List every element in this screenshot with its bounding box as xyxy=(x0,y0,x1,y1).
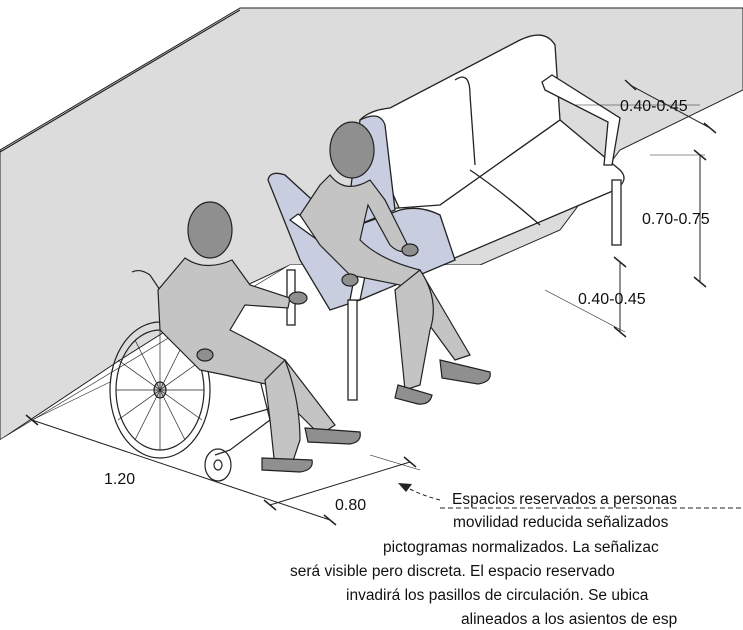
wheelchair-user xyxy=(157,201,361,473)
note-line: Espacios reservados a personas xyxy=(452,491,677,508)
note-line: invadirá los pasillos de circulación. Se… xyxy=(346,587,649,604)
seated-person xyxy=(299,121,491,405)
note-leader xyxy=(398,483,743,509)
note-line: pictogramas normalizados. La señalizac xyxy=(383,539,659,556)
note-line: alineados a los asientos de esp xyxy=(461,611,677,628)
dimension-lines xyxy=(31,84,711,521)
space-length-label: 1.20 xyxy=(104,471,135,488)
dimension-ticks xyxy=(25,79,717,526)
armrest-height-label: 0.70-0.75 xyxy=(642,211,710,228)
armrest-depth-label: 0.40-0.45 xyxy=(620,98,688,115)
space-width-label: 0.80 xyxy=(335,497,366,514)
note-line: movilidad reducida señalizados xyxy=(453,514,669,531)
note-line: será visible pero discreta. El espacio r… xyxy=(290,563,615,580)
note-block: Espacios reservados a personas movilidad… xyxy=(290,491,677,628)
seat-height-label: 0.40-0.45 xyxy=(578,291,646,308)
